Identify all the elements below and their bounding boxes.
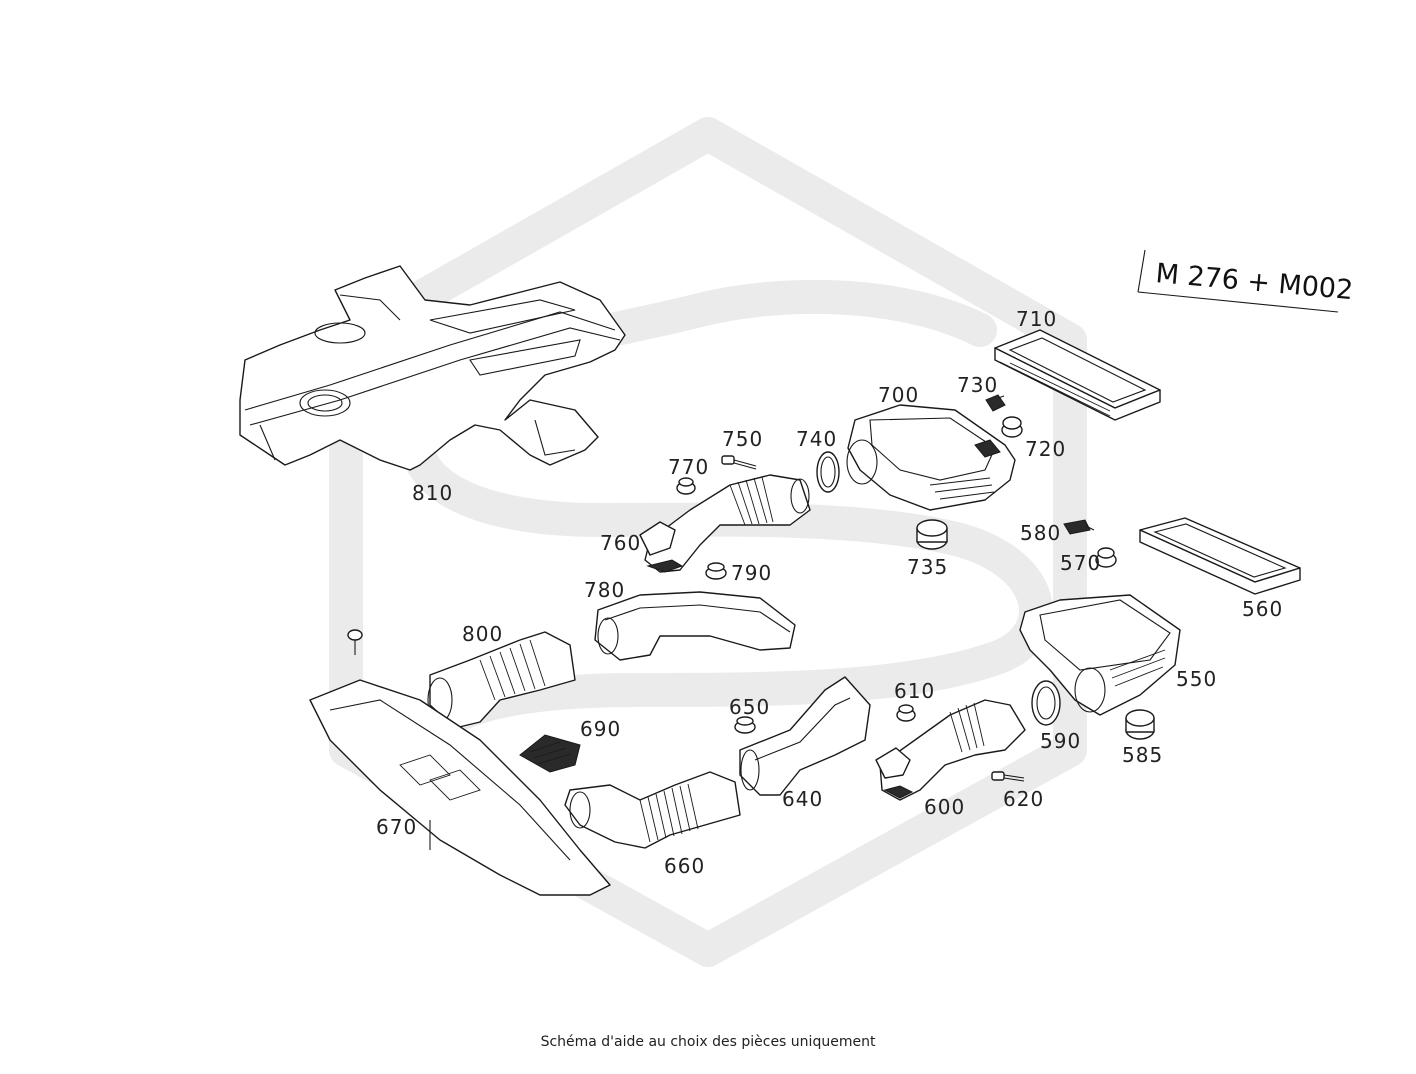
part-810-engine-cover[interactable] <box>239 265 626 471</box>
part-770-clip[interactable] <box>676 477 696 495</box>
part-610-clip[interactable] <box>896 704 916 722</box>
part-640-duct[interactable] <box>739 676 871 796</box>
part-730-sensor[interactable] <box>985 394 1006 412</box>
label-610: 610 <box>894 679 935 703</box>
part-750-bolt[interactable] <box>721 455 757 470</box>
label-620: 620 <box>1003 787 1044 811</box>
part-620-bolt[interactable] <box>991 771 1025 782</box>
part-600-intake-hose[interactable] <box>875 699 1026 801</box>
label-640: 640 <box>782 787 823 811</box>
part-690-foam-pad[interactable] <box>519 734 581 773</box>
part-780-air-duct[interactable] <box>594 591 796 661</box>
label-600: 600 <box>924 795 965 819</box>
label-580: 580 <box>1020 521 1061 545</box>
part-700-air-filter-housing[interactable] <box>846 404 1016 511</box>
part-590-seal-ring[interactable] <box>1031 680 1061 726</box>
footer-note: Schéma d'aide au choix des pièces unique… <box>540 1034 876 1050</box>
part-790-grommet[interactable] <box>705 562 727 580</box>
part-585-grommet[interactable] <box>1125 709 1155 740</box>
label-780: 780 <box>584 578 625 602</box>
model-tag-text: M 276 + M002 <box>1154 258 1354 306</box>
label-750: 750 <box>722 427 763 451</box>
label-720: 720 <box>1025 437 1066 461</box>
label-570: 570 <box>1060 551 1101 575</box>
part-560-air-filter[interactable] <box>1139 517 1301 595</box>
part-670-panel[interactable] <box>309 629 611 896</box>
label-660: 660 <box>664 854 705 878</box>
label-670: 670 <box>376 815 417 839</box>
part-740-seal-ring[interactable] <box>816 451 840 493</box>
label-810: 810 <box>412 481 453 505</box>
label-550: 550 <box>1176 667 1217 691</box>
label-790: 790 <box>731 561 772 585</box>
part-710-air-filter[interactable] <box>994 329 1161 421</box>
label-650: 650 <box>729 695 770 719</box>
model-tag: M 276 + M002 <box>1137 249 1354 313</box>
label-730: 730 <box>957 373 998 397</box>
label-800: 800 <box>462 622 503 646</box>
part-580-sensor[interactable] <box>1063 519 1095 535</box>
label-590: 590 <box>1040 729 1081 753</box>
label-770: 770 <box>668 455 709 479</box>
part-labels: 810 710 700 730 720 750 740 770 760 790 … <box>376 307 1283 878</box>
part-760-intake-hose[interactable] <box>639 474 811 573</box>
label-700: 700 <box>878 383 919 407</box>
part-720-grommet[interactable] <box>1001 416 1023 438</box>
part-735-grommet[interactable] <box>916 519 948 550</box>
label-735: 735 <box>907 555 948 579</box>
label-760: 760 <box>600 531 641 555</box>
label-710: 710 <box>1016 307 1057 331</box>
label-740: 740 <box>796 427 837 451</box>
part-650-clip[interactable] <box>734 716 756 734</box>
part-660-corrugated-duct[interactable] <box>564 771 741 849</box>
label-585: 585 <box>1122 743 1163 767</box>
part-570-grommet[interactable] <box>1095 547 1117 568</box>
label-560: 560 <box>1242 597 1283 621</box>
part-550-air-filter-housing[interactable] <box>1019 594 1181 716</box>
label-690: 690 <box>580 717 621 741</box>
